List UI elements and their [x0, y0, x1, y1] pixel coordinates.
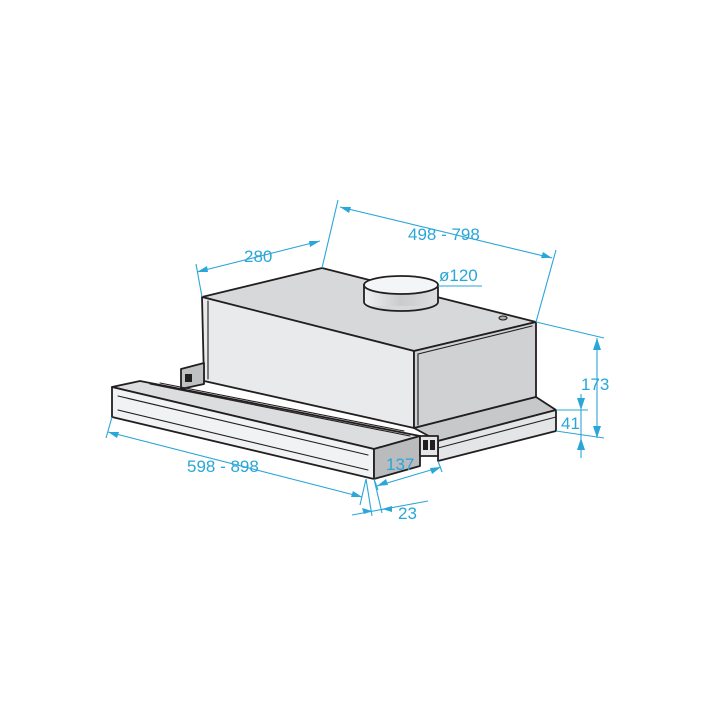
- drawer-front-inner-2: [117, 409, 369, 471]
- arrow-23-right: [382, 506, 392, 512]
- label-width-front: 598 - 898: [187, 457, 259, 476]
- dim-line-280: [196, 240, 321, 273]
- switch-housing: [419, 435, 439, 457]
- arrow-280-right: [309, 241, 320, 247]
- drawer-slot: [149, 383, 411, 437]
- drawer-side: [373, 435, 421, 480]
- arrow-173-top: [593, 338, 601, 350]
- arrow-280-left: [197, 266, 208, 272]
- ext-line-173-bottom: [555, 430, 605, 439]
- fixing-knob: [498, 315, 508, 321]
- ext-line-280-left: [195, 263, 203, 298]
- label-height-front: 41: [561, 414, 580, 433]
- arrow-23-left: [362, 508, 372, 514]
- label-depth-body: 280: [244, 247, 272, 266]
- control-switches: [419, 435, 439, 457]
- arrow-137-right: [430, 467, 441, 474]
- cooker-hood: [111, 267, 557, 480]
- label-width-ext: 498 - 798: [408, 225, 480, 244]
- arrow-width-ext-right: [541, 252, 552, 258]
- left-clip: [180, 362, 205, 390]
- arrow-width-ext-left: [340, 207, 351, 213]
- base-rail-line: [437, 416, 557, 449]
- ext-line-23-right: [373, 478, 383, 514]
- ext-line-598-right: [359, 478, 367, 506]
- arrow-598-left: [108, 432, 119, 438]
- dim-line-width-front: [107, 431, 363, 498]
- drawer-slot-2: [159, 382, 405, 432]
- duct-cylinder-outline: [363, 284, 439, 312]
- arrow-137-left: [377, 479, 388, 486]
- ext-line-top-right: [535, 249, 557, 323]
- label-front-thickness: 23: [398, 504, 417, 523]
- ext-line-173-top: [535, 321, 605, 339]
- arrow-41-top: [577, 398, 585, 410]
- ext-line-137-right: [437, 460, 443, 473]
- duct-top-ellipse: [363, 275, 439, 295]
- left-clip-slot: [185, 374, 192, 382]
- hood-inner-edge-3: [417, 325, 533, 355]
- label-depth-front: 137: [386, 455, 414, 474]
- dim-line-width-ext: [339, 206, 553, 259]
- dimension-lines: [105, 199, 605, 517]
- label-height-total: 173: [581, 375, 609, 394]
- switch-1: [423, 440, 428, 450]
- dimension-labels: 498 - 798 280 ø120 173 41 137 598 - 898 …: [187, 225, 609, 523]
- dim-line-137: [376, 466, 442, 487]
- ext-line-598-left: [105, 416, 113, 439]
- ext-line-23-left: [365, 478, 373, 517]
- arrow-173-bottom: [593, 426, 601, 438]
- arrow-598-right: [351, 491, 362, 497]
- ext-line-top-left: [321, 199, 339, 269]
- switch-2: [430, 440, 435, 450]
- drawer-front-inner: [117, 395, 369, 456]
- duct-collar: [363, 275, 439, 312]
- label-duct: ø120: [439, 266, 478, 285]
- arrow-41-bottom: [577, 438, 585, 450]
